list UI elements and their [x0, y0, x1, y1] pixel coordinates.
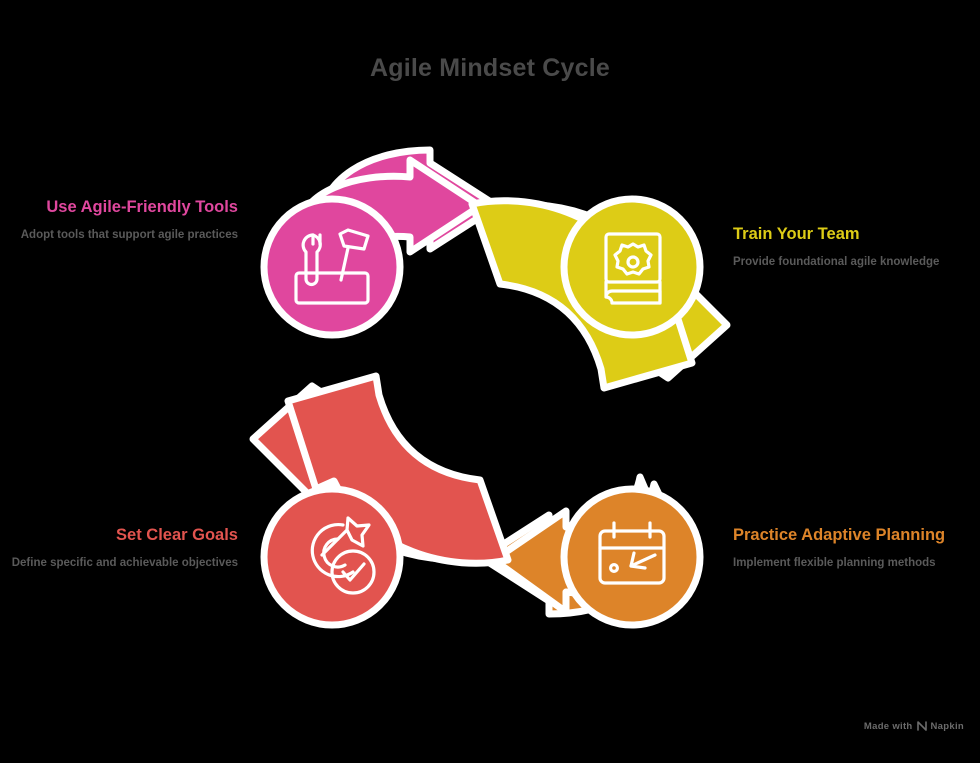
watermark-prefix: Made with: [863, 721, 913, 733]
cycle-node-planning[interactable]: [560, 485, 704, 629]
node-label-train: Train Your Team Provide foundational agi…: [733, 223, 965, 271]
node-description-train: Provide foundational agile knowledge: [733, 256, 940, 269]
calendar-arrow-icon: [598, 521, 666, 585]
node-label-tools: Use Agile-Friendly Tools Adopt tools tha…: [10, 196, 238, 244]
node-title-planning: Practice Adaptive Planning: [733, 526, 946, 544]
page-title: Agile Mindset Cycle: [370, 54, 610, 82]
node-title-train: Train Your Team: [733, 225, 860, 243]
node-description-goals: Define specific and achievable objective…: [11, 557, 238, 570]
cycle-node-train[interactable]: [560, 195, 704, 339]
node-description-tools: Adopt tools that support agile practices: [20, 229, 238, 242]
cycle-node-goals[interactable]: [260, 485, 404, 629]
toolbox-wrench-hammer-icon: [294, 228, 370, 305]
book-gear-icon: [604, 232, 662, 305]
napkin-logo-icon: [916, 720, 927, 734]
watermark: Made with Napkin: [863, 720, 964, 734]
node-label-planning: Practice Adaptive Planning Implement fle…: [733, 524, 965, 572]
watermark-brand: Napkin: [930, 721, 964, 733]
node-label-goals: Set Clear Goals Define specific and achi…: [10, 524, 238, 572]
node-title-goals: Set Clear Goals: [116, 526, 238, 544]
node-title-tools: Use Agile-Friendly Tools: [46, 198, 238, 216]
cycle-node-tools[interactable]: [260, 195, 404, 339]
target-check-icon: [310, 516, 376, 595]
node-description-planning: Implement flexible planning methods: [733, 557, 936, 570]
